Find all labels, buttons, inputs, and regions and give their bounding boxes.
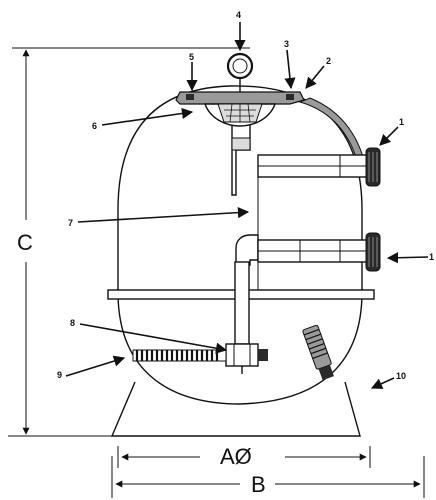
- dimension-b-label: B: [251, 472, 266, 497]
- pressure-gauge: [226, 52, 254, 92]
- callout-1-upper: 1: [399, 117, 404, 127]
- lid-clamp: [175, 91, 305, 105]
- dimension-a-label: AØ: [220, 444, 252, 469]
- callout-10: 10: [396, 371, 406, 381]
- callout-6: 6: [92, 121, 97, 131]
- upper-port: [365, 147, 381, 187]
- drain-vertical-pipe: [234, 261, 250, 345]
- callout-3: 3: [284, 39, 289, 49]
- dimension-c: C: [8, 47, 250, 437]
- dimension-c-label: C: [17, 230, 33, 255]
- dimension-a: AØ: [117, 444, 371, 469]
- base-stand: [110, 381, 361, 437]
- callout-1-lower: 1: [429, 252, 434, 262]
- callout-2: 2: [326, 56, 331, 66]
- callout-8: 8: [70, 318, 75, 328]
- callout-5: 5: [189, 52, 194, 62]
- lateral-strainer: [132, 349, 227, 362]
- lower-port: [365, 232, 381, 272]
- dimension-b: B: [111, 456, 425, 498]
- callout-7: 7: [68, 218, 73, 228]
- lower-elbow-pipe: [235, 234, 259, 266]
- drain-fitting: [225, 343, 268, 374]
- callout-9: 9: [57, 370, 62, 380]
- leader-lines: [65, 22, 429, 389]
- callout-4: 4: [236, 10, 241, 20]
- drain-valve: [302, 324, 334, 381]
- diffuser: [217, 103, 263, 123]
